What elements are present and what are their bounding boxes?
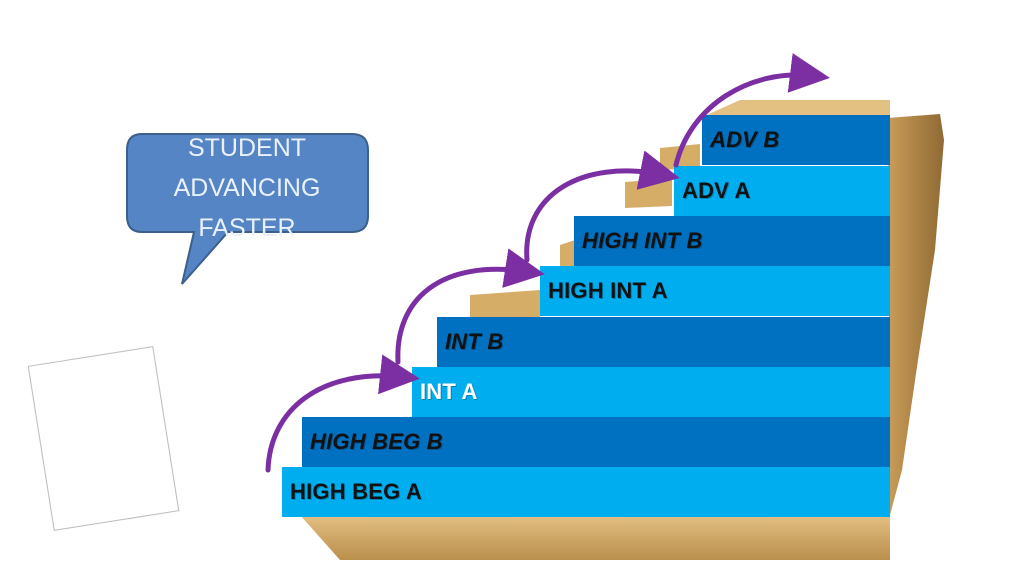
blank-paper-image [27, 346, 180, 531]
step-high-beg-a: HIGH BEG A [282, 467, 890, 517]
callout-line: STUDENT [187, 134, 307, 162]
step-label: HIGH BEG A [290, 479, 422, 504]
step-label: ADV A [682, 178, 751, 203]
stair-side [888, 114, 944, 515]
speech-bubble-shape [126, 133, 369, 285]
callout-text: STUDENT ADVANCING FASTER [128, 128, 366, 248]
step-label: INT A [420, 379, 478, 404]
step-label: HIGH INT A [548, 278, 668, 303]
step-int-a: INT A [412, 367, 890, 417]
callout-line: FASTER [198, 214, 296, 242]
callout-line: ADVANCING [173, 174, 321, 202]
step-adv-a: ADV A [674, 166, 890, 216]
step-high-int-a: HIGH INT A [540, 266, 890, 316]
stair-base [300, 515, 890, 560]
